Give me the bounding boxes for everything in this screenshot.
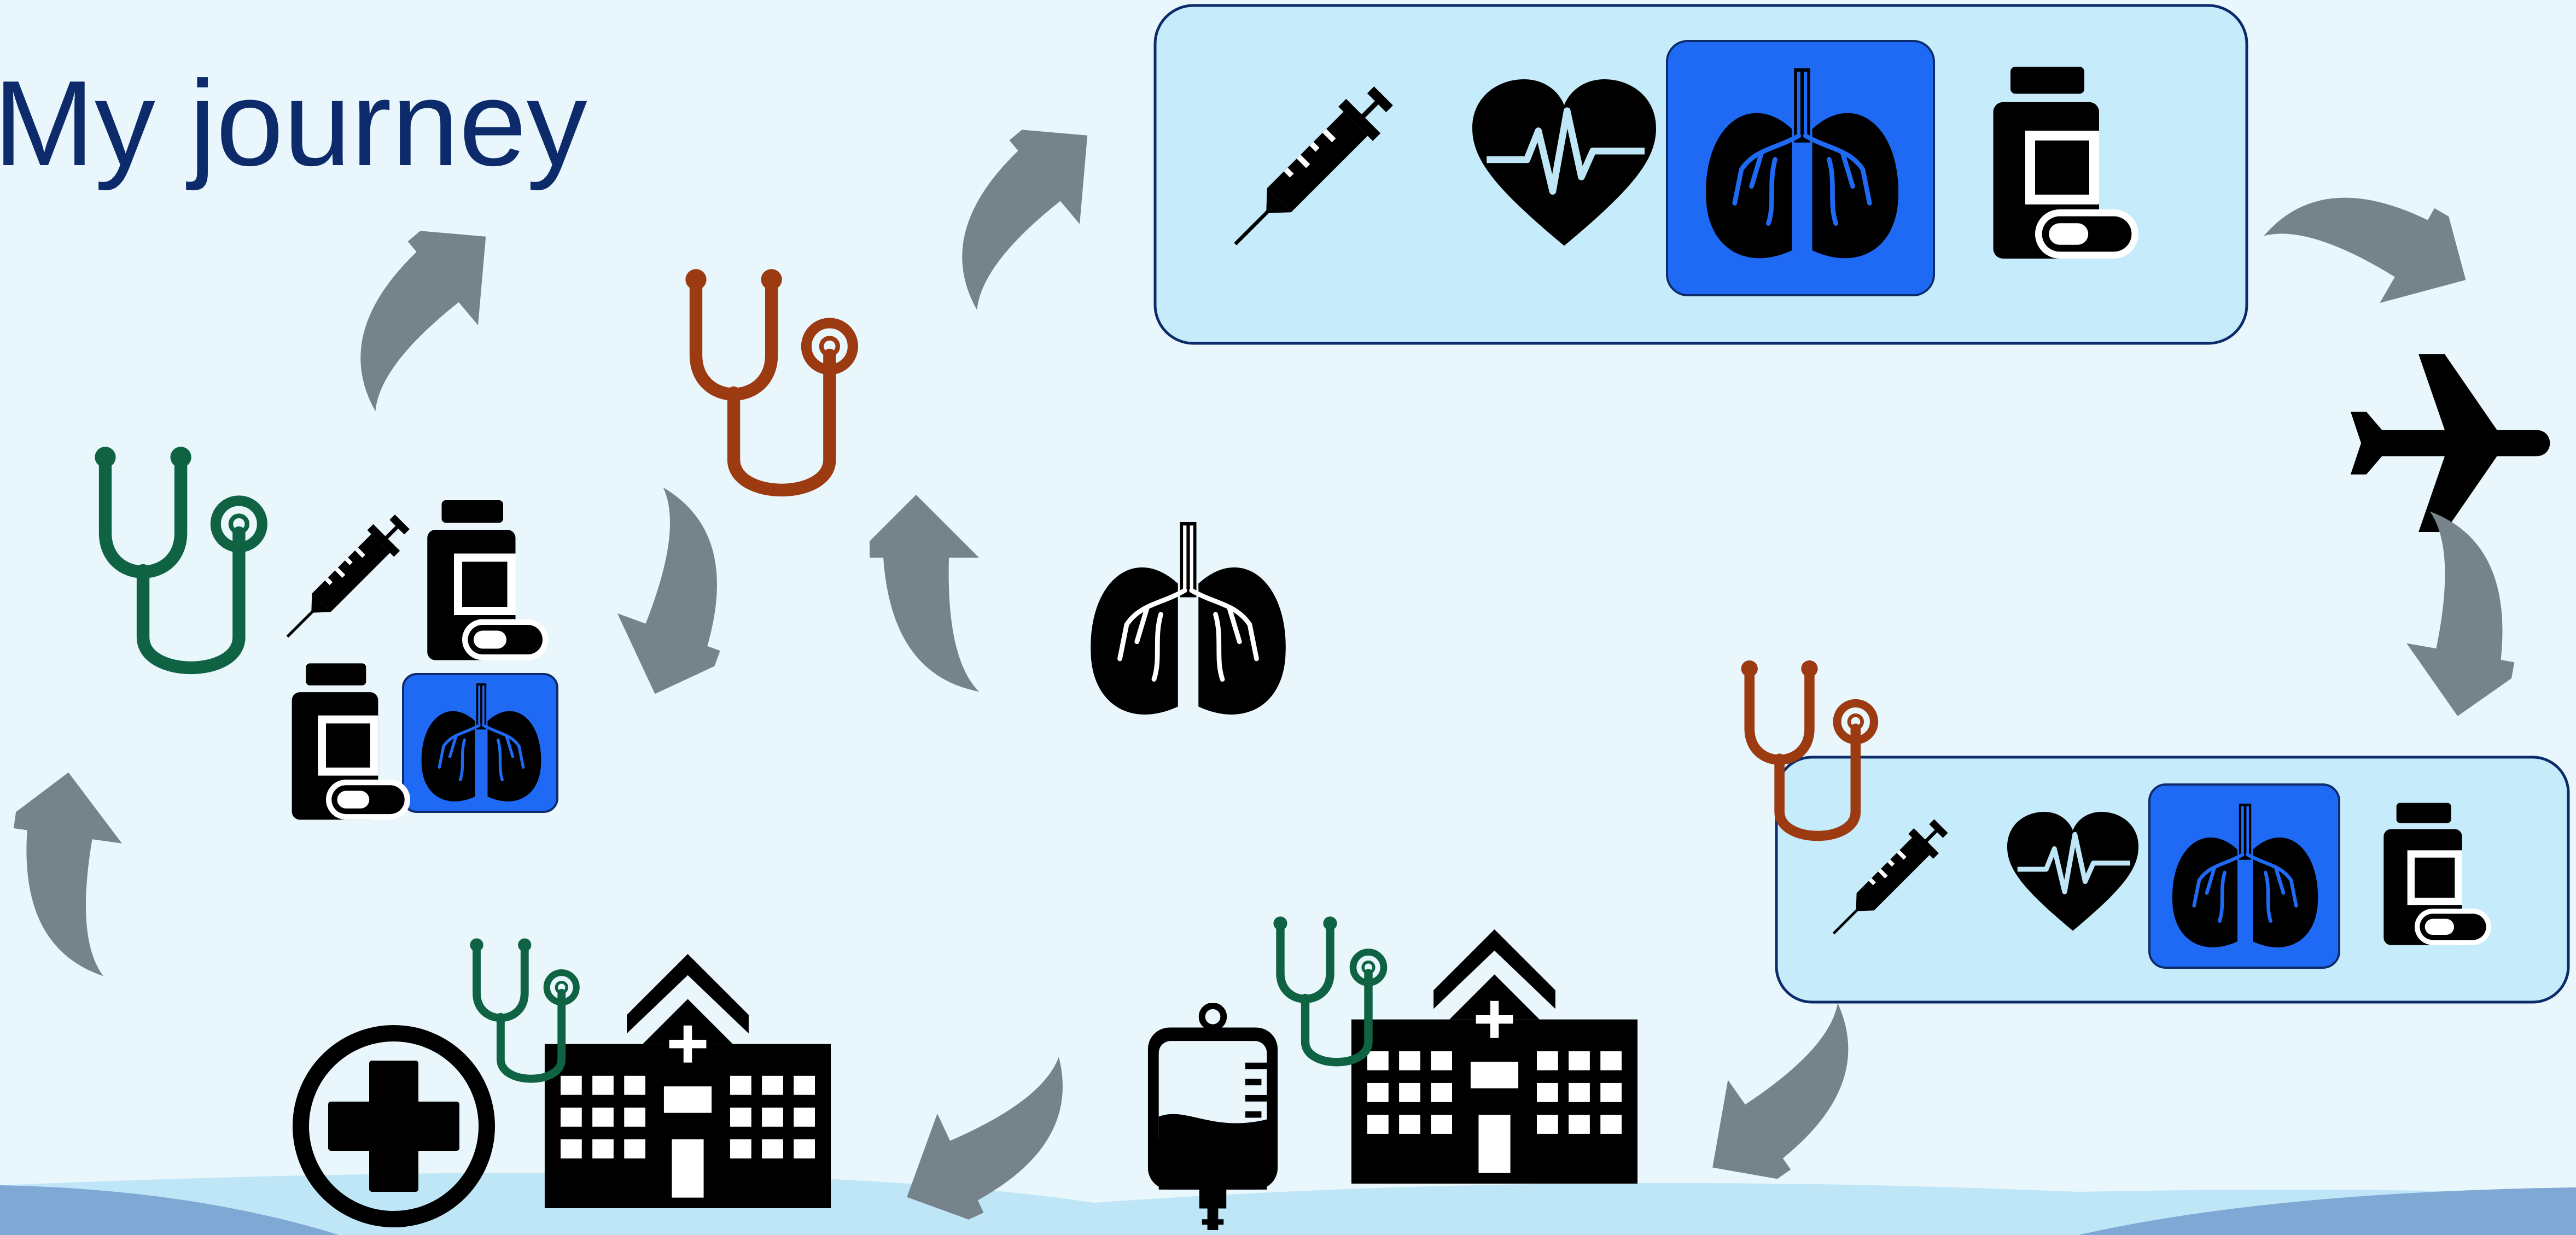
syringe-icon — [274, 508, 416, 650]
airplane-icon — [2350, 354, 2550, 532]
stethoscope-icon — [95, 447, 262, 668]
flow-arrow — [906, 99, 1128, 311]
flow-arrow — [2264, 141, 2489, 335]
medicine-bottle-icon — [427, 500, 549, 660]
flow-arrow — [0, 766, 131, 976]
lungs-icon — [1091, 522, 1286, 715]
stethoscope-icon — [470, 938, 576, 1079]
page-title: My journey — [0, 56, 587, 191]
medicine-bottle-icon — [292, 663, 410, 820]
flow-arrow — [305, 201, 527, 412]
stethoscope-icon — [1273, 916, 1384, 1062]
stethoscope-icon — [685, 269, 853, 490]
flow-arrow — [870, 495, 979, 692]
flow-arrow — [2396, 511, 2538, 724]
medical-cross-icon — [301, 1033, 487, 1219]
hospital-icon — [1351, 929, 1638, 1184]
flow-arrow — [596, 487, 766, 710]
hospital-icon — [544, 954, 831, 1208]
